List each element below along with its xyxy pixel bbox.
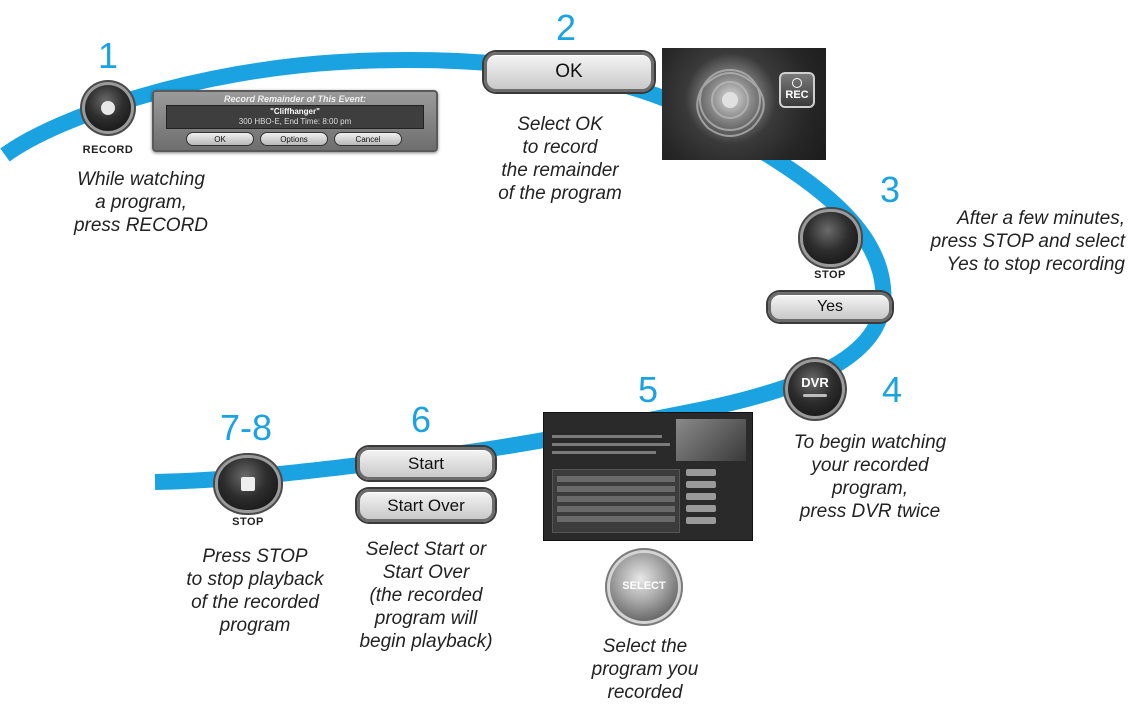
menu-list-row bbox=[557, 486, 675, 492]
step-number-5: 5 bbox=[638, 369, 659, 410]
step-7-8-caption: Press STOP to stop playback of the recor… bbox=[145, 545, 365, 637]
step-1-caption: While watching a program, press RECORD bbox=[36, 168, 246, 237]
dvr-button-label: DVR bbox=[801, 375, 829, 390]
menu-text-line bbox=[552, 435, 662, 438]
caption-line: begin playback) bbox=[359, 631, 493, 652]
caption-line: (the recorded bbox=[369, 585, 483, 606]
dvr-button[interactable]: DVR bbox=[788, 362, 842, 416]
stop-button[interactable] bbox=[803, 212, 858, 264]
menu-list-row bbox=[557, 476, 675, 482]
ok-button[interactable]: OK bbox=[484, 52, 654, 92]
record-button[interactable] bbox=[85, 85, 131, 131]
menu-list-row bbox=[557, 506, 675, 512]
menu-recordings-list bbox=[552, 469, 680, 533]
dialog-title: Record Remainder of This Event: bbox=[223, 94, 367, 104]
menu-side-button bbox=[686, 481, 716, 488]
my-recordings-screen-image bbox=[543, 412, 753, 541]
caption-line: Select Start or bbox=[365, 539, 487, 560]
rec-indicator: REC bbox=[779, 72, 815, 108]
step-number-4: 4 bbox=[882, 369, 903, 410]
caption-line: Select the bbox=[602, 636, 688, 657]
menu-list-row bbox=[557, 516, 675, 522]
flower-shape bbox=[696, 69, 765, 137]
record-button-label: RECORD bbox=[82, 144, 134, 156]
record-icon bbox=[101, 101, 115, 115]
caption-line: Select OK bbox=[517, 114, 603, 135]
step-number-3: 3 bbox=[880, 169, 901, 210]
rec-label: REC bbox=[785, 89, 809, 101]
stop-playback-button-label: STOP bbox=[232, 516, 264, 528]
step-5-caption: Select the program you recorded bbox=[545, 635, 745, 704]
menu-preview-thumbnail bbox=[676, 419, 746, 461]
caption-line: press DVR twice bbox=[799, 501, 941, 522]
menu-text-line bbox=[552, 443, 670, 446]
dialog-program-name: "Cliffhanger" bbox=[270, 107, 320, 116]
step-6-caption: Select Start or Start Over (the recorded… bbox=[326, 538, 526, 653]
dialog-options-button[interactable]: Options bbox=[260, 132, 328, 146]
step-4-caption: To begin watching your recorded program,… bbox=[760, 431, 980, 523]
stop-button-label: STOP bbox=[814, 269, 846, 281]
caption-line: of the program bbox=[498, 183, 622, 204]
caption-line: of the recorded bbox=[191, 592, 319, 613]
step-2-caption: Select OK to record the remainder of the… bbox=[470, 113, 650, 205]
caption-line: To begin watching bbox=[793, 432, 947, 453]
dvr-bar-icon bbox=[803, 394, 827, 397]
caption-line: While watching bbox=[77, 169, 205, 190]
menu-side-button bbox=[686, 469, 716, 476]
caption-line: program bbox=[219, 615, 291, 636]
caption-line: to record bbox=[522, 137, 598, 158]
step-number-6: 6 bbox=[411, 399, 432, 440]
record-remainder-dialog: Record Remainder of This Event: "Cliffha… bbox=[152, 90, 438, 152]
dialog-info-box: "Cliffhanger" 300 HBO-E, End Time: 8:00 … bbox=[166, 105, 424, 129]
dialog-cancel-button[interactable]: Cancel bbox=[334, 132, 402, 146]
caption-line: press STOP and select bbox=[930, 231, 1125, 252]
menu-side-button bbox=[686, 517, 716, 524]
caption-line: program will bbox=[374, 608, 478, 629]
caption-line: press RECORD bbox=[73, 215, 209, 236]
caption-line: your recorded bbox=[811, 455, 929, 476]
select-button[interactable]: SELECT bbox=[610, 553, 678, 621]
caption-line: Start Over bbox=[382, 562, 470, 583]
stop-square-icon bbox=[241, 477, 255, 491]
yes-button[interactable]: Yes bbox=[768, 292, 892, 322]
menu-text-line bbox=[552, 451, 656, 454]
menu-side-button bbox=[686, 493, 716, 500]
caption-line: recorded bbox=[607, 682, 683, 703]
step-3-caption: After a few minutes, press STOP and sele… bbox=[893, 207, 1125, 276]
stop-playback-button[interactable] bbox=[218, 458, 278, 510]
caption-line: to stop playback bbox=[186, 569, 324, 590]
step-number-1: 1 bbox=[98, 35, 119, 76]
dialog-ok-button[interactable]: OK bbox=[186, 132, 254, 146]
caption-line: program, bbox=[831, 478, 909, 499]
caption-line: a program, bbox=[95, 192, 187, 213]
caption-line: the remainder bbox=[501, 160, 619, 181]
menu-list-row bbox=[557, 496, 675, 502]
dialog-program-details: 300 HBO-E, End Time: 8:00 pm bbox=[238, 117, 352, 126]
menu-side-button bbox=[686, 505, 716, 512]
caption-line: program you bbox=[591, 659, 699, 680]
caption-line: Press STOP bbox=[202, 546, 308, 567]
step-number-2: 2 bbox=[556, 7, 577, 48]
start-over-button[interactable]: Start Over bbox=[357, 489, 495, 522]
caption-line: Yes to stop recording bbox=[946, 254, 1126, 275]
start-button[interactable]: Start bbox=[357, 447, 495, 480]
select-button-label: SELECT bbox=[622, 580, 666, 592]
caption-line: After a few minutes, bbox=[957, 208, 1125, 229]
rec-dot-icon bbox=[792, 78, 802, 88]
step-number-7-8: 7-8 bbox=[220, 407, 273, 448]
